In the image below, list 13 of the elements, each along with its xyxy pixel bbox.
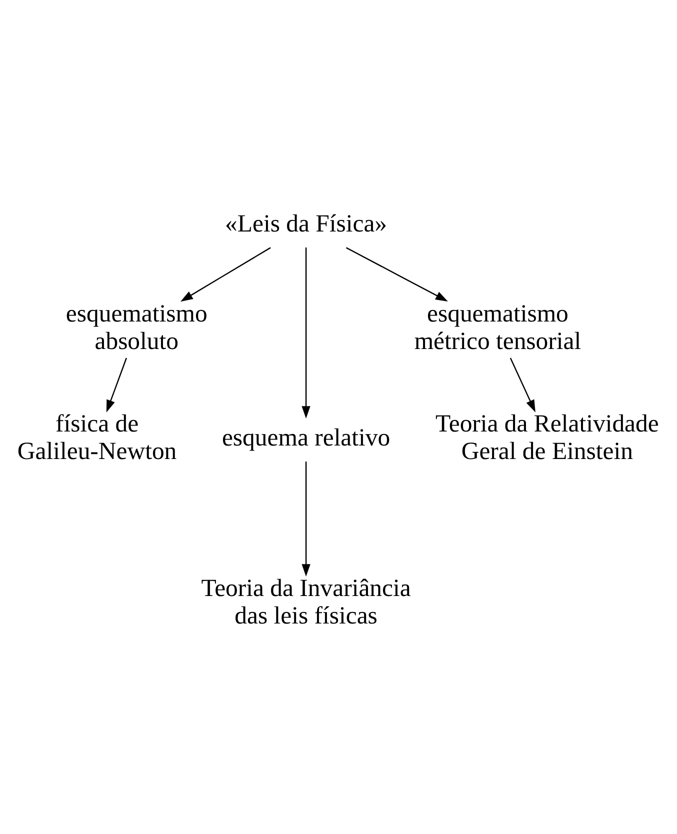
- node-text: Teoria da Relatividade Geral de Einstein: [435, 410, 659, 464]
- arrow: [302, 247, 310, 418]
- node-text: esquema relativo: [222, 424, 390, 451]
- arrow: [302, 461, 310, 576]
- node-text: esquematismo métrico tensorial: [414, 300, 582, 354]
- arrow: [180, 246, 271, 302]
- arrow: [346, 246, 448, 301]
- node-text: «Leis da Física»: [225, 210, 388, 237]
- arrow: [510, 357, 536, 412]
- node-text: Teoria da Invariância das leis físicas: [201, 574, 411, 629]
- node-text: esquematismo absoluto: [66, 300, 208, 354]
- arrow: [106, 357, 127, 412]
- node-text: física de Galileu-Newton: [17, 410, 177, 464]
